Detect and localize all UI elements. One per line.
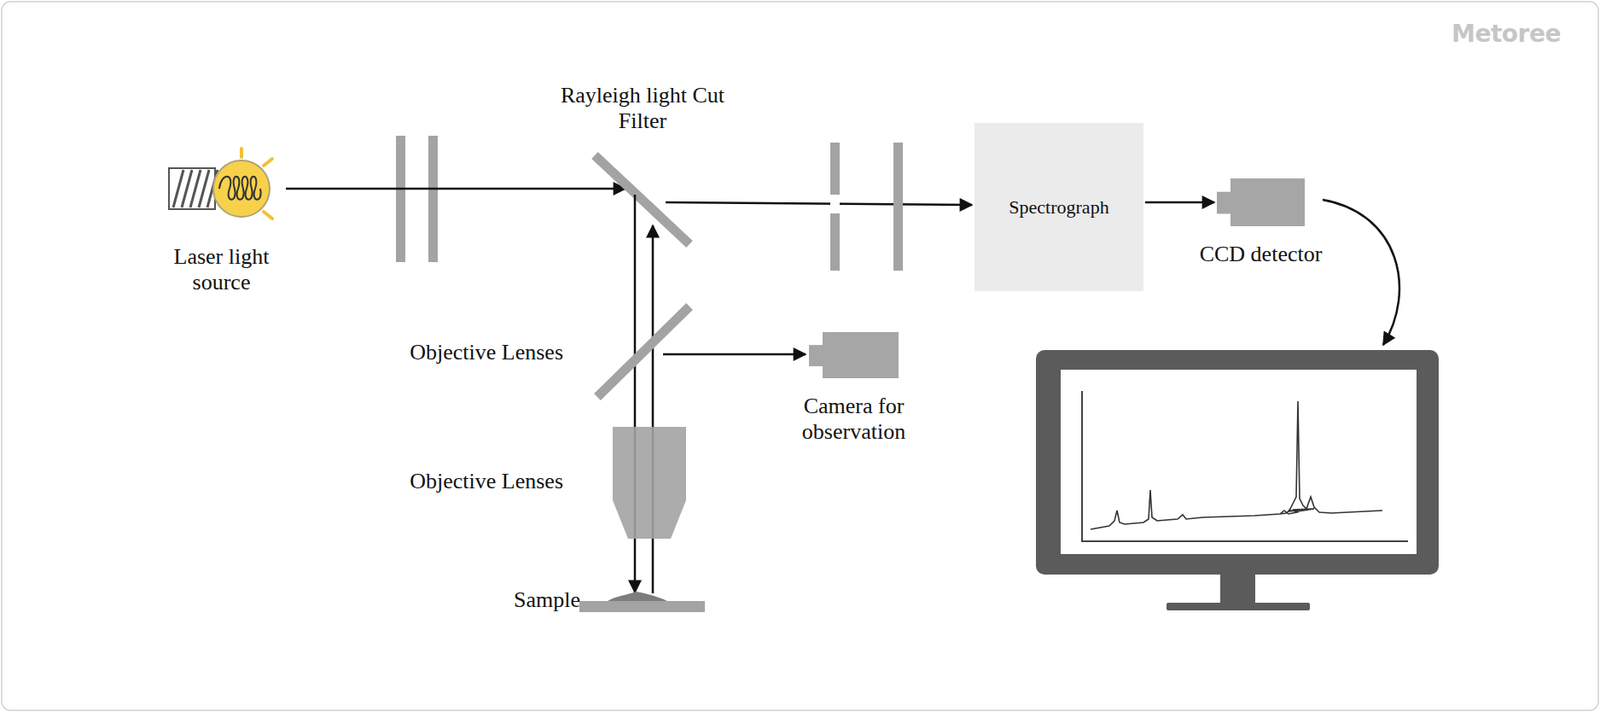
filter-label: Rayleigh light Cut Filter bbox=[557, 82, 728, 134]
node-label: Spectrograph bbox=[1008, 196, 1109, 218]
slit-bar bbox=[830, 142, 840, 271]
camera-beam bbox=[663, 353, 806, 356]
beam-splitter bbox=[597, 306, 690, 397]
observation-camera: Camera for observation bbox=[808, 331, 899, 379]
node-label: CCD detector bbox=[1167, 241, 1356, 268]
node-label: Camera for observation bbox=[781, 393, 927, 445]
part-label: Objective Lenses bbox=[358, 339, 564, 366]
signal-arrow bbox=[1145, 201, 1215, 204]
rayleigh-filter bbox=[594, 155, 690, 245]
ccd-detector: CCD detector bbox=[1216, 178, 1305, 227]
part-label: Sample bbox=[460, 587, 581, 613]
laser-source: Laser light source bbox=[168, 155, 275, 222]
sample-specimen bbox=[607, 591, 668, 601]
raman-beam bbox=[665, 202, 972, 205]
objective-lens bbox=[612, 426, 687, 539]
camera-icon bbox=[808, 331, 899, 379]
laser-bulb-icon bbox=[168, 155, 275, 222]
monitor-base bbox=[1166, 602, 1310, 611]
slit-gap bbox=[830, 194, 840, 214]
raman-spectrum bbox=[1090, 401, 1383, 530]
filter-bar bbox=[428, 135, 438, 262]
laser-beam bbox=[285, 187, 626, 191]
camera-icon bbox=[1216, 178, 1305, 227]
node-label: Laser light source bbox=[157, 244, 286, 296]
filter-bar bbox=[395, 135, 406, 262]
part-label: Objective Lenses bbox=[358, 468, 564, 495]
monitor-stand bbox=[1220, 574, 1256, 606]
monitor-screen bbox=[1060, 369, 1417, 554]
spectrograph-box: Spectrograph bbox=[974, 122, 1144, 291]
monitor-frame bbox=[1035, 349, 1439, 575]
filter-bar bbox=[893, 142, 903, 271]
spectrum-axes bbox=[1082, 390, 1408, 542]
watermark: Metoree bbox=[1442, 20, 1571, 48]
sample-stage bbox=[579, 600, 705, 612]
data-arrow bbox=[1322, 199, 1400, 345]
